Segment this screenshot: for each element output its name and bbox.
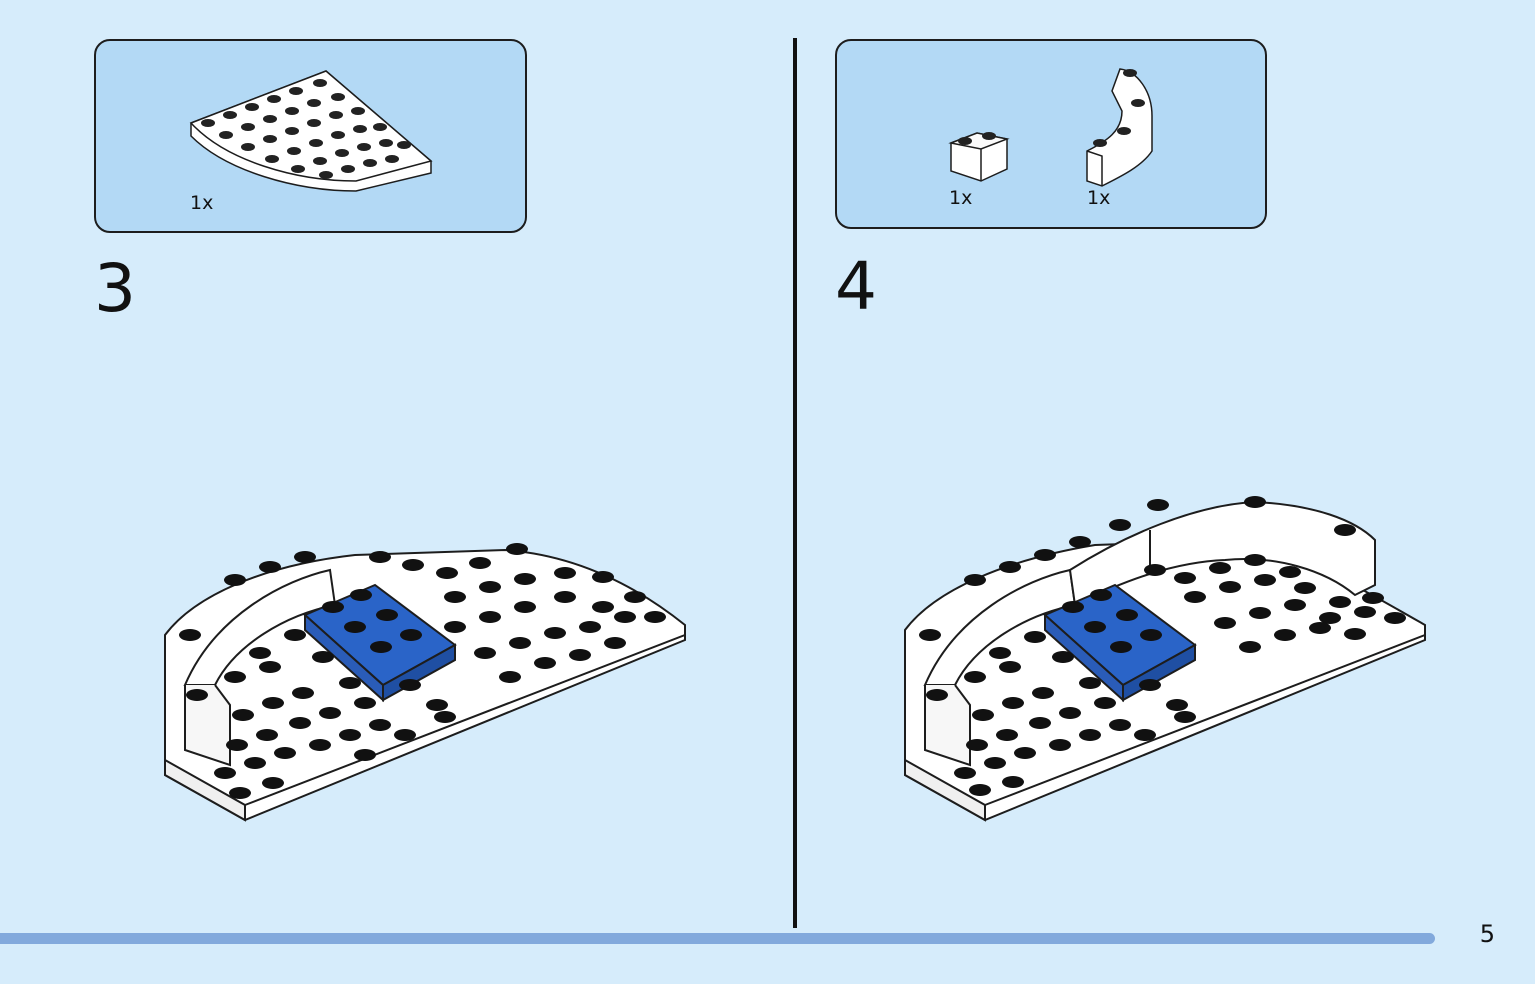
curved-brick-small-icon (948, 132, 1010, 182)
part-quantity: 1x (190, 192, 214, 214)
page-progress-bar (0, 933, 1435, 944)
step3-parts-box: 1x (94, 39, 527, 233)
page-number: 5 (1479, 920, 1495, 948)
step-number: 4 (835, 248, 877, 325)
part-quantity: 1x (949, 187, 973, 209)
step3-assembly-illustration (164, 543, 686, 822)
part-quantity: 1x (1087, 187, 1111, 209)
curved-brick-large-icon (1086, 68, 1153, 187)
step-divider (793, 38, 797, 928)
step4-parts-box: 1x 1x (835, 39, 1267, 229)
step4-assembly-illustration (904, 496, 1426, 822)
quarter-round-plate-icon (189, 70, 433, 192)
step-number: 3 (94, 250, 136, 327)
